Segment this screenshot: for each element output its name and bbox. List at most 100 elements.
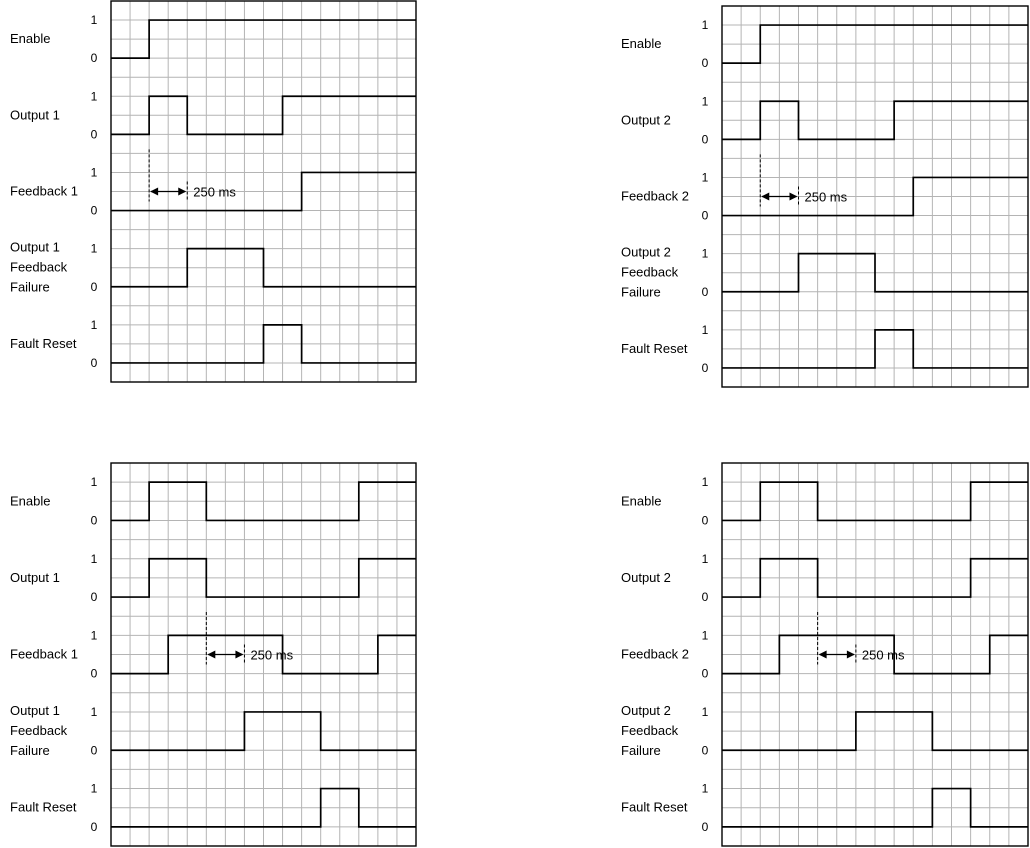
arrow-left-icon bbox=[761, 192, 770, 201]
level-label-high: 1 bbox=[702, 782, 709, 796]
level-label-low: 0 bbox=[702, 667, 709, 681]
signal-label: Enable bbox=[621, 493, 661, 508]
grid-frame bbox=[110, 462, 417, 847]
signal-label: Output 1 bbox=[10, 570, 60, 585]
grid-frame bbox=[721, 462, 1029, 847]
signal-label: Feedback 2 bbox=[621, 189, 689, 204]
arrow-right-icon bbox=[789, 192, 798, 201]
grid bbox=[111, 1, 416, 382]
signal-label: Output 2 bbox=[621, 112, 671, 127]
grid bbox=[722, 6, 1028, 387]
waveform bbox=[722, 634, 1028, 675]
level-label-low: 0 bbox=[91, 356, 98, 370]
arrow-right-icon bbox=[235, 650, 244, 659]
level-label-high: 1 bbox=[702, 552, 709, 566]
signal-label: Enable bbox=[10, 31, 50, 46]
level-label-high: 1 bbox=[702, 170, 709, 184]
waveform bbox=[722, 557, 1028, 598]
arrow-left-icon bbox=[207, 650, 216, 659]
level-label-high: 1 bbox=[702, 247, 709, 261]
signal-label: Feedback 1 bbox=[10, 647, 78, 662]
level-label-low: 0 bbox=[702, 285, 709, 299]
waveform bbox=[111, 787, 416, 828]
grid-frame bbox=[721, 5, 1029, 388]
delay-label: 250 ms bbox=[250, 648, 293, 663]
signal-trace-5: 1 0 Fault Reset bbox=[621, 782, 1028, 834]
signal-label: Output 1 bbox=[10, 107, 60, 122]
waveform bbox=[111, 171, 416, 212]
signal-trace-3: 1 0 Feedback 1 bbox=[10, 628, 416, 681]
signal-trace-5: 1 0 Fault Reset bbox=[621, 323, 1028, 375]
waveform bbox=[722, 100, 1028, 141]
waveform bbox=[111, 481, 416, 522]
level-label-low: 0 bbox=[91, 667, 98, 681]
waveform bbox=[111, 324, 416, 364]
arrow-right-icon bbox=[178, 187, 187, 196]
level-label-low: 0 bbox=[702, 361, 709, 375]
level-label-low: 0 bbox=[91, 280, 98, 294]
delay-annotation: 250 ms bbox=[205, 612, 294, 665]
signal-trace-1: 1 0 Enable bbox=[621, 475, 1028, 527]
signal-trace-2: 1 0 Output 1 bbox=[10, 552, 416, 604]
waveform bbox=[111, 634, 416, 675]
level-label-high: 1 bbox=[91, 318, 98, 332]
waveform bbox=[111, 95, 416, 136]
signal-label: Feedback 1 bbox=[10, 184, 78, 199]
level-label-high: 1 bbox=[91, 242, 98, 256]
level-label-low: 0 bbox=[91, 513, 98, 527]
waveform bbox=[111, 19, 416, 59]
signal-label: Fault Reset bbox=[10, 800, 77, 815]
level-label-low: 0 bbox=[91, 590, 98, 604]
level-label-high: 1 bbox=[91, 782, 98, 796]
level-label-low: 0 bbox=[702, 132, 709, 146]
waveform bbox=[722, 711, 1028, 752]
level-label-low: 0 bbox=[702, 513, 709, 527]
arrow-left-icon bbox=[818, 650, 827, 659]
level-label-low: 0 bbox=[702, 209, 709, 223]
level-label-low: 0 bbox=[91, 820, 98, 834]
waveform bbox=[722, 252, 1028, 293]
level-label-low: 0 bbox=[702, 56, 709, 70]
level-label-low: 0 bbox=[702, 820, 709, 834]
signal-trace-2: 1 0 Output 2 bbox=[621, 94, 1028, 146]
level-label-high: 1 bbox=[91, 628, 98, 642]
arrow-left-icon bbox=[150, 187, 159, 196]
level-label-high: 1 bbox=[91, 552, 98, 566]
level-label-high: 1 bbox=[702, 18, 709, 32]
level-label-low: 0 bbox=[91, 204, 98, 218]
waveform bbox=[722, 787, 1028, 828]
signal-label: Fault Reset bbox=[621, 800, 688, 815]
level-label-high: 1 bbox=[702, 475, 709, 489]
delay-annotation: 250 ms bbox=[817, 612, 905, 665]
waveform bbox=[111, 247, 416, 288]
delay-annotation: 250 ms bbox=[148, 149, 236, 202]
level-label-high: 1 bbox=[702, 323, 709, 337]
level-label-low: 0 bbox=[91, 127, 98, 141]
level-label-high: 1 bbox=[702, 94, 709, 108]
signal-label: Fault Reset bbox=[621, 341, 688, 356]
level-label-high: 1 bbox=[91, 165, 98, 179]
level-label-high: 1 bbox=[91, 705, 98, 719]
delay-label: 250 ms bbox=[193, 185, 236, 200]
signal-trace-3: 1 0 Feedback 1 bbox=[10, 165, 416, 218]
waveform bbox=[722, 329, 1028, 369]
waveform bbox=[722, 24, 1028, 64]
level-label-high: 1 bbox=[91, 475, 98, 489]
signal-label: Feedback 2 bbox=[621, 647, 689, 662]
